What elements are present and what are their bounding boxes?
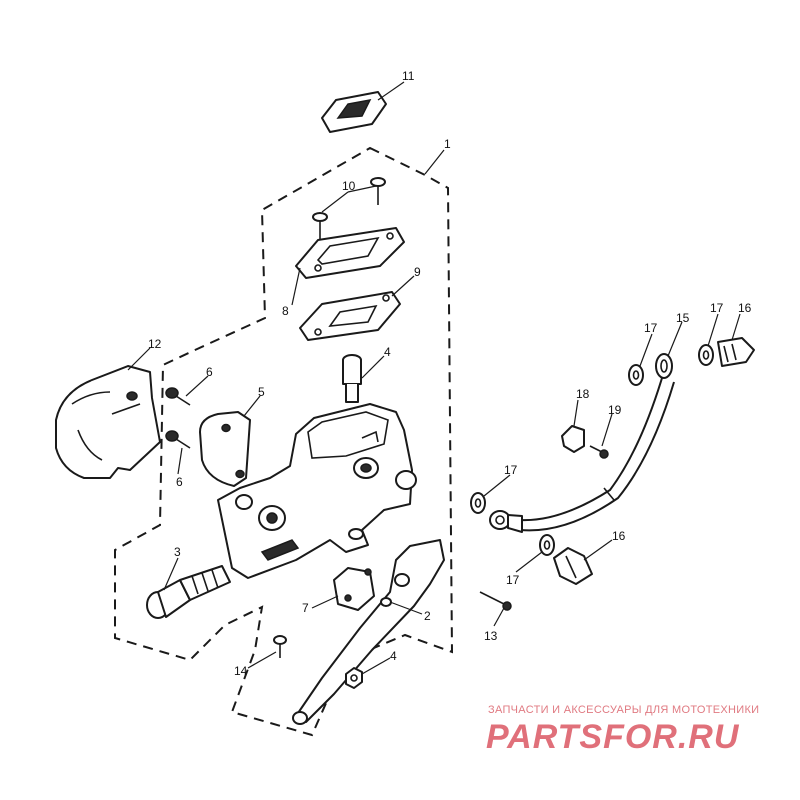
callout-4-lower: 4 <box>390 649 397 663</box>
callout-11: 11 <box>402 69 415 83</box>
callout-13: 13 <box>484 629 498 643</box>
callout-12: 12 <box>148 337 162 351</box>
callout-18: 18 <box>576 387 590 401</box>
callout-5: 5 <box>258 385 265 399</box>
callout-labels: 11 1 10 8 9 4 12 6 5 6 3 7 2 4 14 13 17 … <box>148 69 752 678</box>
part-8-reservoir-cover <box>295 227 405 279</box>
part-4-pivot-bolt <box>342 354 362 403</box>
part-19-screw <box>589 445 609 459</box>
part-11-reservoir-cap <box>321 91 387 133</box>
watermark-logo: PARTSFOR.RU <box>486 718 740 756</box>
callout-17-c: 17 <box>504 463 518 477</box>
watermark-tagline: ЗАПЧАСТИ И АКСЕССУАРЫ ДЛЯ МОТОТЕХНИКИ <box>488 704 760 716</box>
part-15-brake-hose <box>489 353 675 533</box>
part-17-washers <box>470 344 714 556</box>
part-10-screws <box>312 177 386 240</box>
leader-lines <box>127 81 741 675</box>
callout-1: 1 <box>444 137 451 151</box>
part-9-diaphragm <box>299 291 401 341</box>
callout-16-b: 16 <box>612 529 626 543</box>
part-16-bolts <box>553 337 755 585</box>
callout-6-upper: 6 <box>206 365 213 379</box>
callout-17-b: 17 <box>710 301 724 315</box>
callout-8: 8 <box>282 304 289 318</box>
part-1-master-cylinder-body <box>217 403 417 579</box>
part-13-bolt <box>479 591 512 611</box>
callout-14: 14 <box>234 664 248 678</box>
callout-3: 3 <box>174 545 181 559</box>
part-14-screw <box>273 635 287 658</box>
part-12-clamp-cover <box>55 365 161 479</box>
callout-9: 9 <box>414 265 421 279</box>
callout-4-upper: 4 <box>384 345 391 359</box>
part-4-nut <box>345 667 363 689</box>
callout-10: 10 <box>342 179 356 193</box>
part-6-screws <box>165 387 191 449</box>
callout-6-lower: 6 <box>176 475 183 489</box>
callout-17-a: 17 <box>644 321 658 335</box>
callout-19: 19 <box>608 403 622 417</box>
callout-16-a: 16 <box>738 301 752 315</box>
callout-15: 15 <box>676 311 690 325</box>
callout-7: 7 <box>302 601 309 615</box>
part-3-banjo-bolt <box>146 565 231 619</box>
callout-17-d: 17 <box>506 573 520 587</box>
callout-2: 2 <box>424 609 431 623</box>
part-18-hose-clip <box>561 425 585 453</box>
part-2-brake-lever <box>292 539 445 725</box>
part-7-brake-switch <box>333 567 375 611</box>
part-5-handlebar-clamp <box>199 411 251 487</box>
